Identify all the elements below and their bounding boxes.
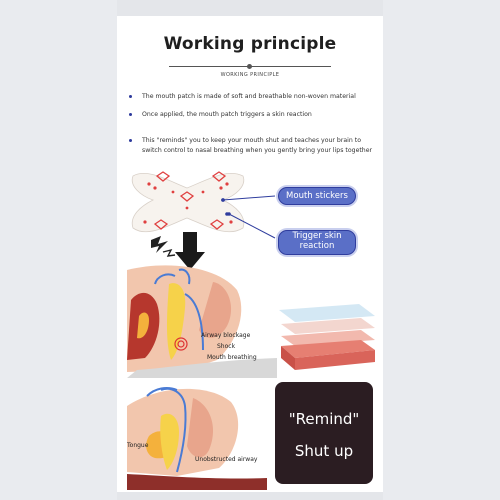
bullet-text: Once applied, the mouth patch triggers a… xyxy=(142,111,312,118)
bullet-text: The mouth patch is made of soft and brea… xyxy=(142,93,356,100)
bullet-item: This "reminds" you to keep your mouth sh… xyxy=(129,136,376,156)
bullet-item: The mouth patch is made of soft and brea… xyxy=(129,92,376,102)
bullet-dot-icon xyxy=(129,95,132,98)
remind-box: "Remind" Shut up xyxy=(275,382,373,484)
infographic-panel: Working principle WORKING PRINCIPLE The … xyxy=(117,16,383,492)
shock-label: Shock xyxy=(217,343,236,350)
divider-dot xyxy=(247,64,252,69)
bottom-border xyxy=(117,492,383,500)
nasal-breathing-diagram xyxy=(127,387,267,490)
airway-blockage-label: Airway blockage xyxy=(201,332,251,339)
remind-text: "Remind" xyxy=(288,410,360,428)
bullet-text: This "reminds" you to keep your mouth sh… xyxy=(142,137,373,154)
shut-up-text: Shut up xyxy=(294,442,354,460)
top-border xyxy=(117,0,383,16)
unobstructed-airway-label: Unobstructed airway xyxy=(195,456,258,463)
bullet-dot-icon xyxy=(129,113,132,116)
pressure-arrow-illustration xyxy=(151,232,205,270)
callout-label: Mouth stickers xyxy=(286,191,348,201)
page-title: Working principle xyxy=(163,34,337,54)
callout-label-line1: Trigger skin xyxy=(292,231,342,241)
mouth-breathing-diagram xyxy=(127,265,277,378)
mouth-sticker-strip-illustration xyxy=(131,171,245,233)
page-subtitle: WORKING PRINCIPLE xyxy=(220,72,280,78)
callout-label-line2: reaction xyxy=(299,240,335,251)
trigger-skin-reaction-callout: Trigger skin reaction xyxy=(278,230,356,255)
skin-layers-illustration xyxy=(279,304,375,370)
bullet-dot-icon xyxy=(129,139,132,142)
bullet-item: Once applied, the mouth patch triggers a… xyxy=(129,110,376,120)
callout-lines xyxy=(221,195,276,239)
mouth-breathing-label: Mouth breathing xyxy=(207,354,257,361)
tongue-label: Tongue xyxy=(127,442,149,449)
mouth-stickers-callout: Mouth stickers xyxy=(278,187,356,205)
